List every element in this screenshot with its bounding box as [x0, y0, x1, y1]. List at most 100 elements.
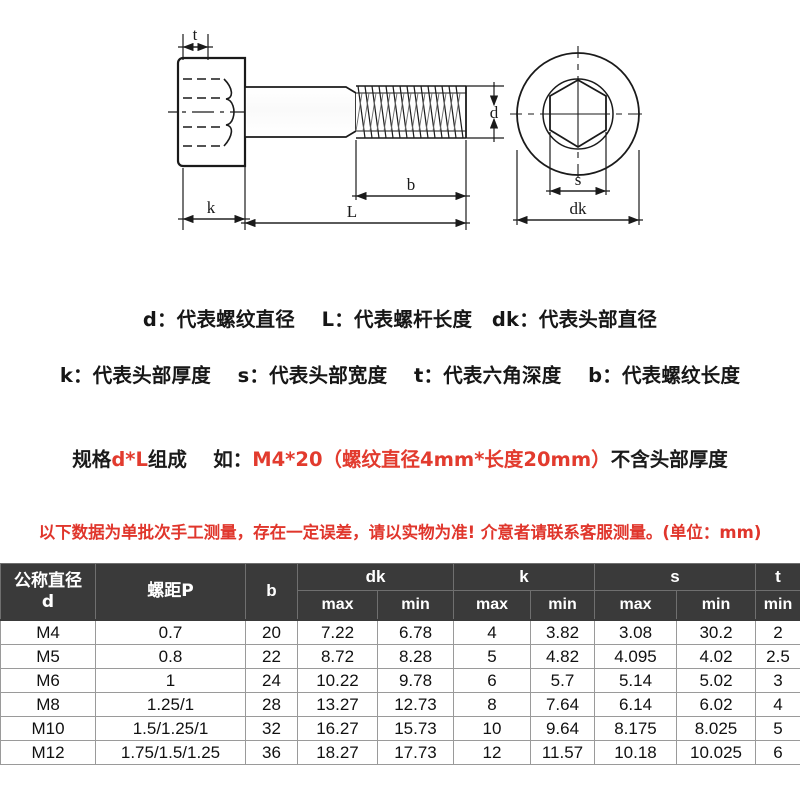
- dimension-b: [352, 140, 470, 230]
- measurement-notice: 以下数据为单批次手工测量，存在一定误差，请以实物为准! 介意者请联系客服测量。(…: [38, 523, 762, 542]
- dimension-dk: [513, 150, 643, 225]
- cell-t-min: 2: [755, 619, 800, 645]
- header-k: k: [453, 563, 595, 591]
- dimension-label-b: b: [407, 175, 416, 194]
- cell-dk-min: 17.73: [377, 740, 454, 765]
- header-pitch: 螺距P: [95, 563, 246, 621]
- cell-t-min: 2.5: [755, 644, 800, 669]
- table-header-row-1: 公称直径 d 螺距P b dk k s t: [0, 563, 800, 621]
- cell-k-min: 7.64: [530, 692, 595, 717]
- dimension-label-s: s: [575, 170, 582, 189]
- spec-part-1: 规格: [72, 448, 112, 471]
- cell-k-max: 12: [453, 740, 531, 765]
- cell-k-min: 5.7: [530, 668, 595, 693]
- cell-b: 36: [245, 740, 298, 765]
- hex-socket-hidden-lines: [183, 78, 225, 147]
- cell-k-min: 4.82: [530, 644, 595, 669]
- cell-s-max: 5.14: [594, 668, 677, 693]
- header-k-max: max: [453, 590, 531, 621]
- cell-pitch: 1.5/1.25/1: [95, 716, 246, 741]
- header-k-min: min: [530, 590, 595, 621]
- cell-dk-max: 16.27: [297, 716, 378, 741]
- cell-d: M12: [0, 740, 96, 765]
- screw-thread: [355, 85, 467, 139]
- screw-shank: [244, 86, 357, 138]
- spec-part-dl: d*L: [111, 448, 148, 471]
- header-s: s: [594, 563, 756, 591]
- cell-s-min: 5.02: [676, 668, 756, 693]
- header-nominal-diameter-symbol: d: [41, 591, 55, 612]
- dimension-label-dk: dk: [570, 199, 588, 218]
- cell-pitch: 1.75/1.5/1.25: [95, 740, 246, 765]
- header-dk: dk: [297, 563, 454, 591]
- header-t: t: [755, 563, 800, 591]
- header-nominal-diameter: 公称直径 d: [0, 563, 96, 621]
- cell-dk-min: 6.78: [377, 619, 454, 645]
- dimension-label-L: L: [347, 202, 357, 221]
- cell-s-max: 4.095: [594, 644, 677, 669]
- cell-d: M10: [0, 716, 96, 741]
- cell-dk-max: 13.27: [297, 692, 378, 717]
- cell-pitch: 0.7: [95, 619, 246, 645]
- cell-dk-max: 8.72: [297, 644, 378, 669]
- cell-s-max: 6.14: [594, 692, 677, 717]
- spec-part-example: M4*20（螺纹直径4mm*长度20mm）: [252, 448, 611, 471]
- dimension-table-wrapper: 公称直径 d 螺距P b dk k s t max min max min ma…: [0, 563, 800, 765]
- cell-dk-min: 9.78: [377, 668, 454, 693]
- cell-t-min: 4: [755, 692, 800, 717]
- cell-s-min: 30.2: [676, 619, 756, 645]
- cell-k-max: 6: [453, 668, 531, 693]
- dimension-label-d: d: [490, 103, 499, 122]
- cell-s-max: 3.08: [594, 619, 677, 645]
- cell-pitch: 1.25/1: [95, 692, 246, 717]
- cell-s-max: 10.18: [594, 740, 677, 765]
- dimension-s: [546, 132, 610, 196]
- cell-s-min: 8.025: [676, 716, 756, 741]
- table-header: 公称直径 d 螺距P b dk k s t max min max min ma…: [0, 563, 800, 621]
- header-s-min: min: [676, 590, 756, 621]
- cell-b: 22: [245, 644, 298, 669]
- cell-dk-max: 18.27: [297, 740, 378, 765]
- cell-dk-min: 15.73: [377, 716, 454, 741]
- header-b: b: [245, 563, 298, 621]
- legend-line-1: d：代表螺纹直径 L：代表螺杆长度 dk：代表头部直径: [142, 308, 658, 331]
- spec-part-3: 组成 如：: [147, 448, 253, 471]
- cell-s-max: 8.175: [594, 716, 677, 741]
- spec-part-5: 不含头部厚度: [610, 448, 728, 471]
- cell-b: 24: [245, 668, 298, 693]
- cell-s-min: 6.02: [676, 692, 756, 717]
- cell-pitch: 1: [95, 668, 246, 693]
- technical-drawing: t d k b: [0, 0, 800, 265]
- header-nominal-diameter-label: 公称直径: [14, 571, 82, 592]
- header-s-max: max: [594, 590, 677, 621]
- dimension-label-k: k: [207, 198, 216, 217]
- cell-t-min: 3: [755, 668, 800, 693]
- cell-k-min: 11.57: [530, 740, 595, 765]
- cell-b: 32: [245, 716, 298, 741]
- cell-d: M4: [0, 619, 96, 645]
- cell-dk-min: 8.28: [377, 644, 454, 669]
- cell-t-min: 5: [755, 716, 800, 741]
- cell-pitch: 0.8: [95, 644, 246, 669]
- header-t-min: min: [755, 590, 800, 621]
- dimension-k: [178, 140, 250, 230]
- cell-k-max: 5: [453, 644, 531, 669]
- cell-d: M6: [0, 668, 96, 693]
- header-dk-max: max: [297, 590, 378, 621]
- header-dk-min: min: [377, 590, 454, 621]
- cell-s-min: 10.025: [676, 740, 756, 765]
- dimension-table: 公称直径 d 螺距P b dk k s t max min max min ma…: [0, 563, 800, 765]
- cell-b: 20: [245, 619, 298, 645]
- cell-dk-max: 10.22: [297, 668, 378, 693]
- cell-dk-max: 7.22: [297, 619, 378, 645]
- cell-k-max: 4: [453, 619, 531, 645]
- cell-s-min: 4.02: [676, 644, 756, 669]
